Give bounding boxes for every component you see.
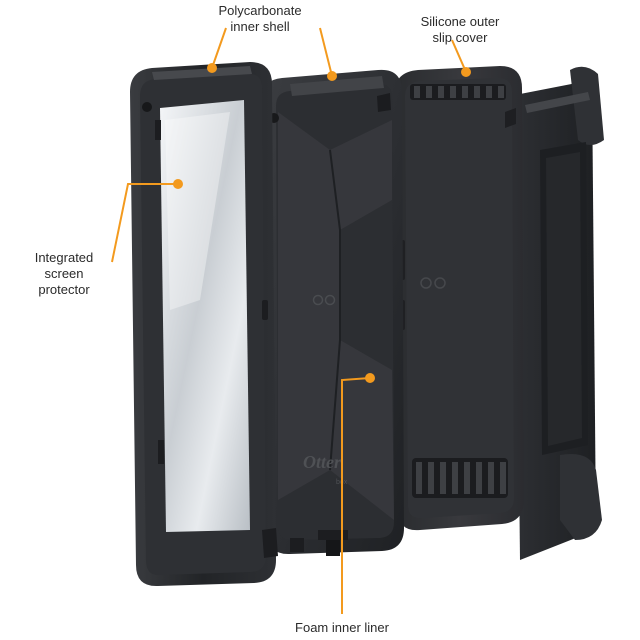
callout-polycarbonate-line1: Polycarbonate <box>185 3 335 19</box>
callout-foam: Foam inner liner <box>262 620 422 636</box>
dot-silicone <box>461 67 471 77</box>
callout-screen-protector: Integrated screen protector <box>14 250 114 298</box>
holster-clip <box>515 67 604 560</box>
callout-silicone-line1: Silicone outer <box>400 14 520 30</box>
callout-screen-line2: screen <box>14 266 114 282</box>
dot-polycarbonate-front <box>207 63 217 73</box>
callout-silicone: Silicone outer slip cover <box>400 14 520 46</box>
callout-screen-line3: protector <box>14 282 114 298</box>
polycarbonate-inner-shell: Otter box <box>262 70 404 556</box>
front-frame-screen-protector <box>130 62 278 586</box>
callout-polycarbonate: Polycarbonate inner shell <box>185 3 335 35</box>
otter-embossed-brand: Otter <box>303 452 342 472</box>
leader-polycarbonate-2 <box>320 28 332 76</box>
callout-screen-line1: Integrated <box>14 250 114 266</box>
callout-polycarbonate-line2: inner shell <box>185 19 335 35</box>
callout-silicone-line2: slip cover <box>400 30 520 46</box>
silicone-slip-cover <box>395 66 524 530</box>
dot-screen <box>173 179 183 189</box>
callout-foam-line1: Foam inner liner <box>262 620 422 636</box>
dot-foam <box>365 373 375 383</box>
dot-polycarbonate-shell <box>327 71 337 81</box>
